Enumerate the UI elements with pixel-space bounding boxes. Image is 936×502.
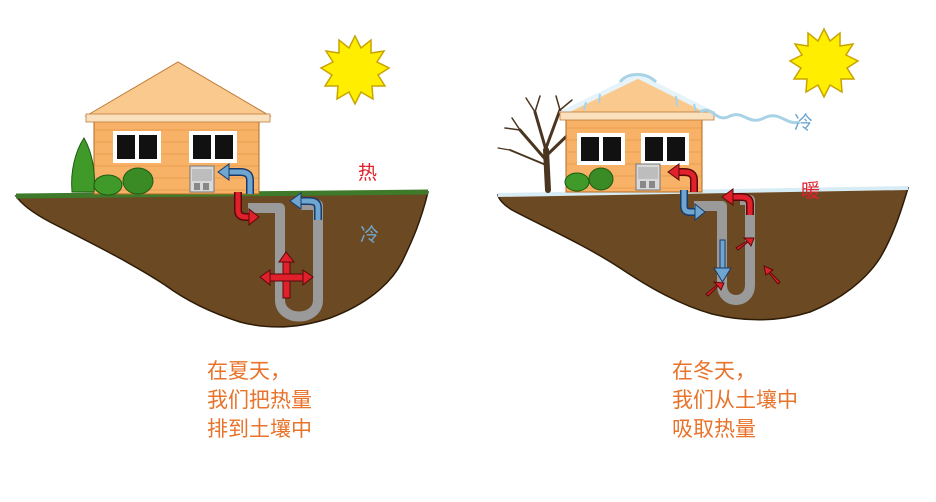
winter-caption-line-1: 在冬天， xyxy=(672,359,756,383)
soil-block xyxy=(497,187,910,321)
winter-caption-line-3: 吸取热量 xyxy=(672,417,756,441)
bush-medium xyxy=(588,167,614,191)
summer-scene xyxy=(14,35,429,328)
bush-small xyxy=(93,174,123,196)
snow-ground-line xyxy=(497,186,909,197)
summer-caption-line-1: 在夏天， xyxy=(207,359,291,383)
soil-block xyxy=(14,191,429,328)
summer-caption-line-2: 我们把热量 xyxy=(207,388,312,412)
arrow-icon xyxy=(667,163,781,297)
sun-icon xyxy=(789,28,859,98)
sun-icon xyxy=(320,35,390,105)
ground-loop-pipe xyxy=(248,200,323,322)
bush-medium xyxy=(122,167,154,195)
bush-tall xyxy=(71,137,95,193)
winter-label-warm: 暖 xyxy=(801,180,821,202)
summer-caption: 在夏天， 我们把热量 排到土壤中 xyxy=(207,357,312,444)
heat-pump-icon xyxy=(189,165,215,193)
winter-caption: 在冬天， 我们从土壤中 吸取热量 xyxy=(672,357,798,444)
summer-label-cold: 冷 xyxy=(360,224,380,246)
summer-caption-line-3: 排到土壤中 xyxy=(207,417,312,441)
winter-scene xyxy=(497,28,910,321)
summer-label-hot: 热 xyxy=(358,162,378,184)
winter-label-cold: 冷 xyxy=(794,112,814,134)
winter-caption-line-2: 我们从土壤中 xyxy=(672,388,798,412)
arrow-icon xyxy=(217,163,322,299)
heat-pump-icon xyxy=(635,163,661,191)
snow-drift xyxy=(699,108,801,125)
house-icon xyxy=(558,73,716,193)
bush-small xyxy=(564,172,590,192)
